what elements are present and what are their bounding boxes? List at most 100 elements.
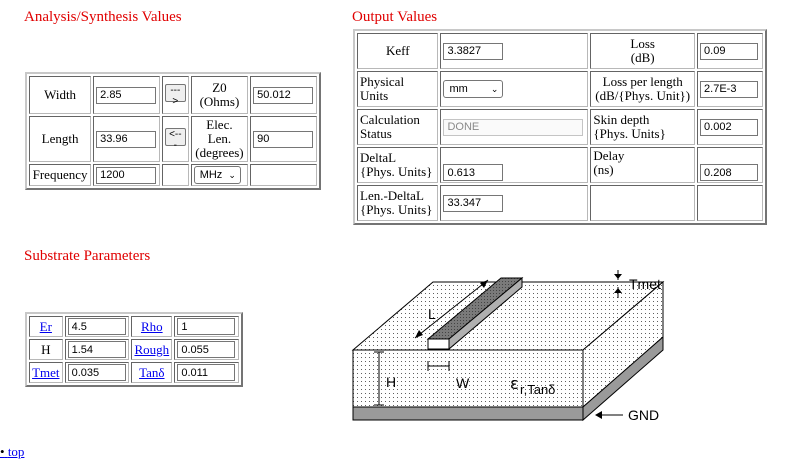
loss-per-length-output[interactable] xyxy=(700,80,759,98)
tmet-cell xyxy=(64,362,130,383)
output-heading: Output Values xyxy=(352,9,438,25)
l-arrow-bottom-icon xyxy=(415,330,423,338)
gnd-arrow-icon xyxy=(595,411,602,419)
units-select[interactable]: mm ⌄ xyxy=(443,80,504,98)
skin-depth-cell xyxy=(697,109,763,145)
chevron-down-icon: ⌄ xyxy=(490,84,499,94)
tand-input[interactable] xyxy=(177,364,236,381)
microstrip-diagram: Tmet L W H ε r,Tanδ GND xyxy=(351,270,665,423)
l-arrow-top-icon xyxy=(480,280,488,288)
length-label: Length xyxy=(29,116,92,162)
synthesize-button[interactable]: <--- xyxy=(164,127,186,151)
delay-output[interactable] xyxy=(700,164,759,181)
length-cell xyxy=(93,116,160,162)
loss-cell xyxy=(697,33,763,69)
substrate-table: Er Rho H Rough Tmet Tanδ xyxy=(25,312,243,387)
deltal-label: DeltaL{Phys. Units} xyxy=(357,147,439,183)
tmet-link[interactable]: Tmet xyxy=(32,364,60,380)
analyze-button[interactable]: ---> xyxy=(164,83,186,107)
synthesize-cell: <--- xyxy=(161,116,189,162)
deltal-cell xyxy=(440,147,589,183)
tand-cell xyxy=(174,362,239,383)
tmet-label: Tmet xyxy=(629,276,661,292)
ground-plane xyxy=(352,406,584,421)
rough-link[interactable]: Rough xyxy=(134,341,170,357)
empty-cell xyxy=(697,185,763,221)
strip-side xyxy=(448,276,523,351)
frequency-unit-value: MHz xyxy=(199,169,223,181)
top-link[interactable]: • top xyxy=(0,444,24,460)
width-input[interactable] xyxy=(96,86,157,104)
epsilon-subscript: r,Tanδ xyxy=(520,382,555,397)
width-cell xyxy=(93,76,160,114)
delay-cell xyxy=(697,147,763,183)
top-link-label: top xyxy=(7,444,25,459)
analyze-cell: ---> xyxy=(161,76,189,114)
len-deltal-output[interactable] xyxy=(443,194,504,212)
elec-len-label: Elec. Len.(degrees) xyxy=(190,116,249,162)
frequency-input[interactable] xyxy=(96,166,157,184)
tmet-arrow-icon xyxy=(614,274,622,279)
tand-label-cell: Tanδ xyxy=(131,362,173,383)
tmet-input[interactable] xyxy=(67,364,126,381)
w-label: W xyxy=(456,375,470,391)
epsilon-label: ε xyxy=(510,374,519,393)
h-cell xyxy=(64,339,130,360)
frequency-label: Frequency xyxy=(29,164,92,186)
keff-label: Keff xyxy=(357,33,439,69)
len-deltal-label: Len.-DeltaL{Phys. Units} xyxy=(357,185,439,221)
h-input[interactable] xyxy=(67,341,126,358)
analysis-table: Width ---> Z0(Ohms) Length <--- Elec. Le… xyxy=(25,72,321,190)
keff-output[interactable] xyxy=(443,42,504,60)
bullet: • xyxy=(0,444,5,459)
er-link[interactable]: Er xyxy=(39,318,52,334)
loss-per-length-cell xyxy=(697,71,763,107)
h-label: H xyxy=(29,339,63,360)
z0-input[interactable] xyxy=(253,86,314,104)
empty-cell xyxy=(590,185,696,221)
skin-depth-output[interactable] xyxy=(700,118,759,136)
rho-cell xyxy=(174,316,239,337)
gnd-label: GND xyxy=(628,407,659,423)
l-dimension xyxy=(414,279,489,339)
loss-per-length-label: Loss per length(dB/{Phys. Unit}) xyxy=(590,71,696,107)
units-value: mm xyxy=(449,83,468,95)
chevron-down-icon: ⌄ xyxy=(228,170,236,180)
deltal-output[interactable] xyxy=(443,164,504,181)
substrate-heading: Substrate Parameters xyxy=(24,248,151,264)
loss-label: Loss(dB) xyxy=(590,33,696,69)
analysis-heading: Analysis/Synthesis Values xyxy=(24,9,182,25)
loss-output[interactable] xyxy=(700,42,759,60)
tand-link[interactable]: Tanδ xyxy=(139,364,165,380)
rho-link[interactable]: Rho xyxy=(140,318,163,334)
len-deltal-cell xyxy=(440,185,589,221)
rho-label-cell: Rho xyxy=(131,316,173,337)
skin-depth-label: Skin depth{Phys. Units} xyxy=(590,109,696,145)
er-cell xyxy=(64,316,130,337)
elec-len-input[interactable] xyxy=(253,130,314,148)
delay-label: Delay(ns) xyxy=(590,147,696,183)
tmet-label-cell: Tmet xyxy=(29,362,63,383)
frequency-unit-select[interactable]: MHz ⌄ xyxy=(193,166,241,184)
h-label: H xyxy=(386,374,396,390)
ground-plane-side xyxy=(582,335,664,422)
er-label-cell: Er xyxy=(29,316,63,337)
rough-input[interactable] xyxy=(177,341,236,358)
length-input[interactable] xyxy=(96,130,157,148)
tmet-arrow-up-icon xyxy=(614,288,622,293)
rough-label-cell: Rough xyxy=(131,339,173,360)
z0-label: Z0(Ohms) xyxy=(190,76,249,114)
units-cell: mm ⌄ xyxy=(440,71,589,107)
frequency-unit-cell: MHz ⌄ xyxy=(190,164,249,186)
rough-cell xyxy=(174,339,239,360)
substrate-front xyxy=(352,349,584,408)
rho-input[interactable] xyxy=(177,318,236,335)
l-label: L xyxy=(428,306,436,322)
frequency-cell xyxy=(93,164,160,186)
z0-cell xyxy=(250,76,317,114)
er-input[interactable] xyxy=(67,318,126,335)
elec-len-cell xyxy=(250,116,317,162)
